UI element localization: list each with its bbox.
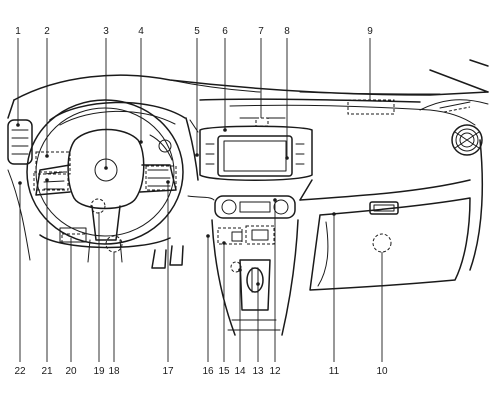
- callout-label-16: 16: [202, 366, 214, 377]
- callout-label-6: 6: [222, 26, 228, 37]
- dashboard-drawing: [7, 59, 489, 336]
- callout-label-9: 9: [367, 26, 373, 37]
- callout-label-10: 10: [376, 366, 388, 377]
- callout-label-18: 18: [108, 366, 120, 377]
- callout-label-3: 3: [103, 26, 109, 37]
- callout-label-1: 1: [15, 26, 21, 37]
- callout-label-19: 19: [93, 366, 105, 377]
- callout-lines: [17, 38, 383, 362]
- callout-label-12: 12: [269, 366, 281, 377]
- callout-label-14: 14: [234, 366, 246, 377]
- callout-label-8: 8: [284, 26, 290, 37]
- top-callout-labels: 1 2 3 4 5 6 7 8 9: [15, 26, 373, 37]
- callout-dots: [16, 123, 336, 286]
- callout-label-21: 21: [41, 366, 53, 377]
- callout-label-11: 11: [329, 366, 340, 377]
- callout-label-22: 22: [14, 366, 26, 377]
- callout-label-5: 5: [194, 26, 200, 37]
- callout-label-7: 7: [258, 26, 264, 37]
- callout-label-2: 2: [44, 26, 50, 37]
- callout-label-20: 20: [65, 366, 77, 377]
- callout-label-15: 15: [218, 366, 230, 377]
- callout-label-4: 4: [138, 26, 144, 37]
- bottom-callout-labels: 22 21 20 19 18 17 16 15 14 13 12 11 10: [14, 366, 388, 377]
- callout-label-17: 17: [162, 366, 174, 377]
- callout-label-13: 13: [252, 366, 264, 377]
